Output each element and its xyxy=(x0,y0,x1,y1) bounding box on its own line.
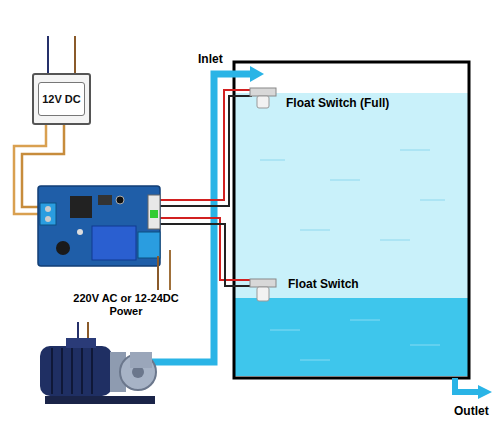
label: Outlet xyxy=(454,404,489,418)
wire xyxy=(160,218,252,280)
water-pump xyxy=(40,338,156,404)
water-ripples xyxy=(270,320,440,360)
wire xyxy=(169,250,171,290)
wire xyxy=(47,36,49,74)
arrow-head xyxy=(478,385,492,399)
wire xyxy=(157,256,159,290)
outlet-pipe xyxy=(455,378,480,392)
water xyxy=(235,298,468,376)
label: 220V AC or 12-24DC Power xyxy=(62,292,190,318)
water-ripples xyxy=(260,150,445,240)
float-switch xyxy=(250,88,276,108)
tank xyxy=(234,62,469,378)
wire xyxy=(77,322,79,338)
float-switch xyxy=(250,279,276,301)
transformer-box: 12V DC xyxy=(32,73,91,125)
node-text: 12V DC xyxy=(42,93,81,105)
label: Inlet xyxy=(198,52,223,66)
wire xyxy=(160,96,252,206)
label: Float Switch (Full) xyxy=(286,96,389,110)
wire xyxy=(160,90,252,200)
controller-module xyxy=(38,186,160,266)
wire xyxy=(74,36,76,74)
label: Float Switch xyxy=(288,277,359,291)
wire xyxy=(160,224,252,286)
water xyxy=(235,93,468,376)
inlet-pipe xyxy=(150,74,252,362)
arrow-head xyxy=(250,66,264,82)
wire xyxy=(87,322,89,338)
